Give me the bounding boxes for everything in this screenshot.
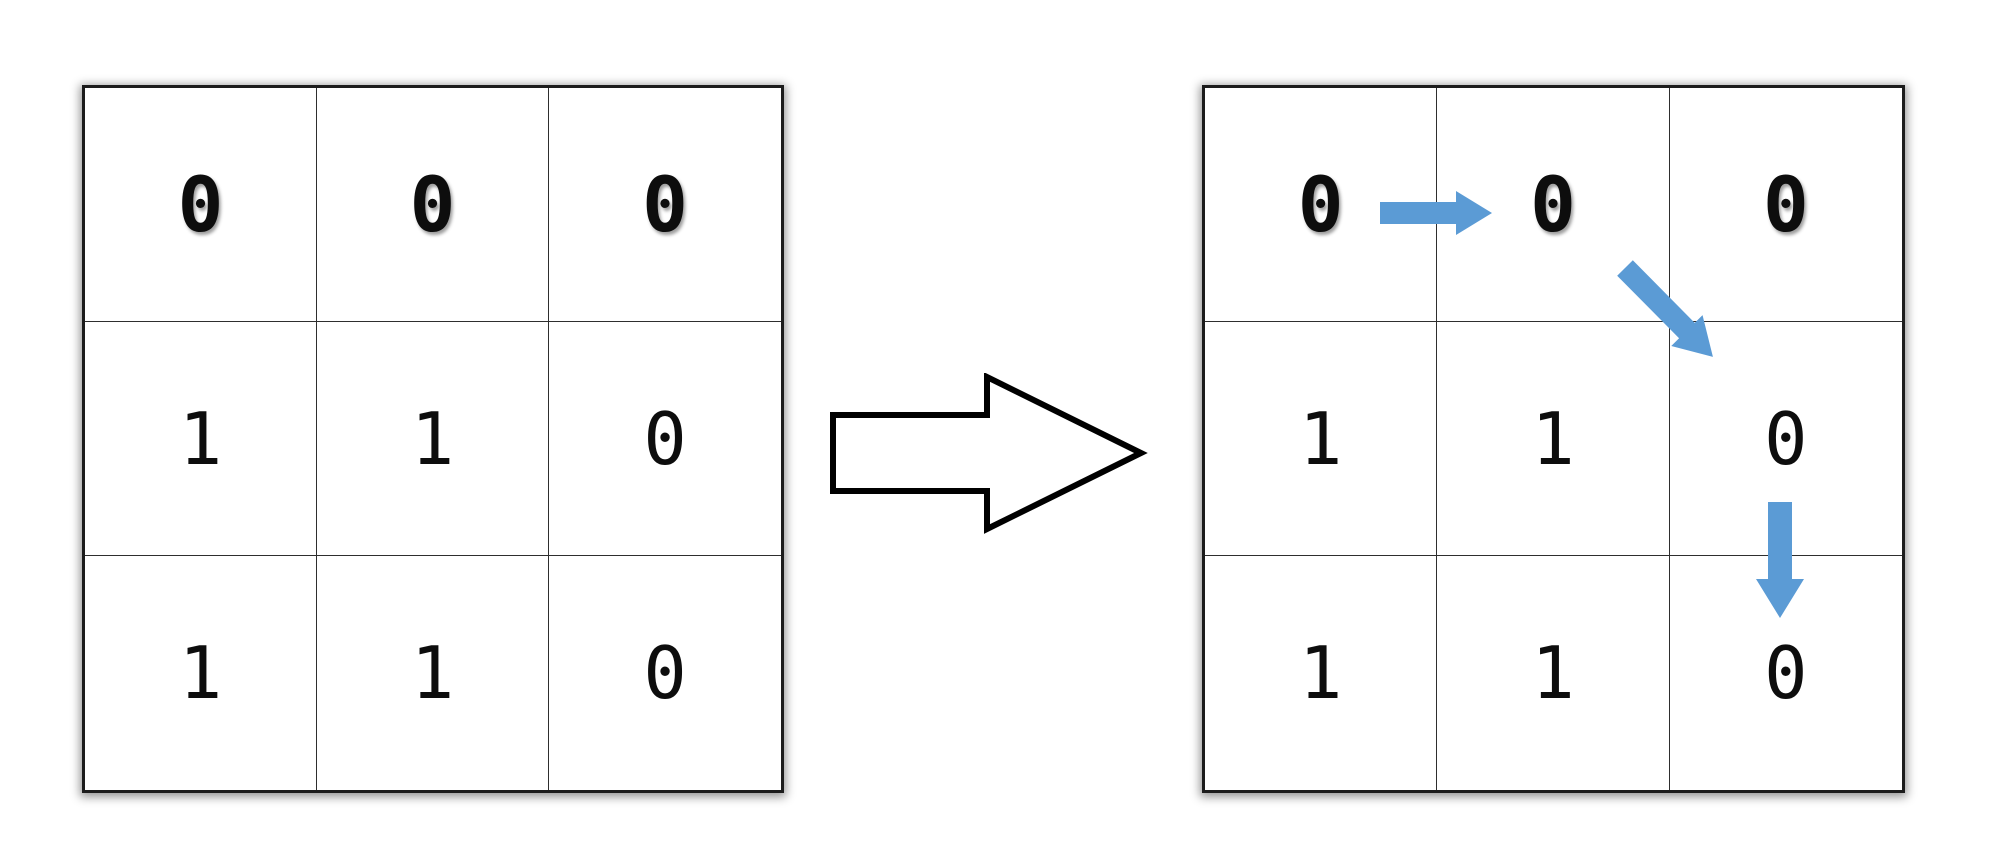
right-cell-r2c3: 0 (1669, 322, 1902, 556)
left-cell-r2c1: 1 (85, 322, 317, 556)
left-cell-r3c1: 1 (85, 556, 317, 790)
right-cell-r1c1: 0 (1205, 88, 1438, 322)
left-cell-r1c1: 0 (85, 88, 317, 322)
right-cell-r2c2: 1 (1437, 322, 1670, 556)
left-cell-r1c3: 0 (549, 88, 781, 322)
right-cell-r2c1: 1 (1205, 322, 1438, 556)
left-cell-r3c2: 1 (317, 556, 549, 790)
left-cell-r1c2: 0 (317, 88, 549, 322)
transform-arrow-icon (830, 373, 1148, 534)
right-cell-r1c3: 0 (1669, 88, 1902, 322)
right-cell-r1c2: 0 (1437, 88, 1670, 322)
right-cell-r3c2: 1 (1437, 556, 1670, 790)
left-cell-r3c3: 0 (643, 631, 687, 715)
right-cell-r3c3: 0 (1764, 631, 1808, 715)
transform-arrow-shape (830, 373, 1148, 534)
left-cell-r2c3: 0 (549, 322, 781, 556)
right-cell-r3c1: 1 (1205, 556, 1438, 790)
left-cell-r2c2: 1 (317, 322, 549, 556)
